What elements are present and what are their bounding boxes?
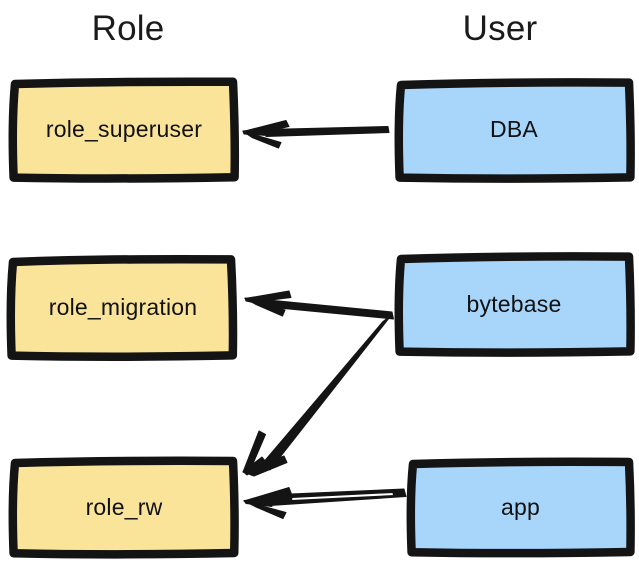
edge-dba-to-role-superuser[interactable] [240,112,392,148]
node-bytebase[interactable]: bytebase [395,252,633,356]
node-role-migration-label: role_migration [48,293,198,320]
edge-app-to-role-rw[interactable] [240,485,410,517]
node-role-rw[interactable]: role_rw [10,457,238,557]
edge-bytebase-to-role-rw[interactable] [240,318,392,478]
node-app[interactable]: app [408,458,633,556]
node-role-superuser[interactable]: role_superuser [10,78,238,181]
edge-bytebase-to-role-migration[interactable] [240,283,392,319]
node-app-label: app [501,493,540,520]
node-role-rw-label: role_rw [85,493,163,520]
node-role-superuser-label: role_superuser [45,116,203,142]
node-role-migration[interactable]: role_migration [8,255,238,359]
node-dba[interactable]: DBA [395,78,633,181]
column-header-user: User [462,9,538,48]
column-header-role: Role [91,9,165,48]
node-dba-label: DBA [490,116,538,142]
node-bytebase-label: bytebase [466,290,562,317]
